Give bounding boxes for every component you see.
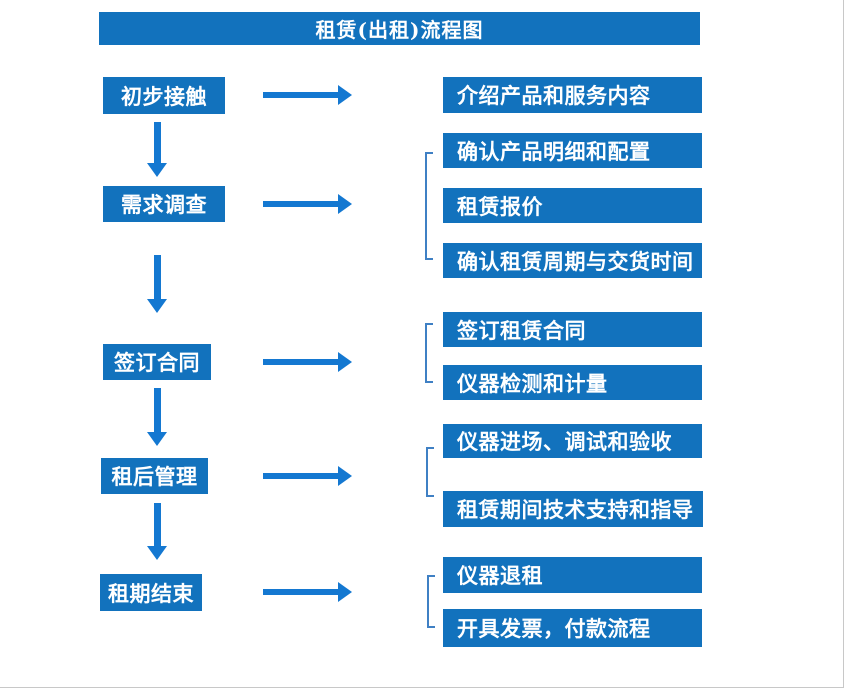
down-arrow-4 [147, 503, 167, 560]
down-arrow-2 [147, 255, 167, 313]
down-arrow-shaft [153, 255, 161, 299]
step-box-demand-survey: 需求调查 [103, 186, 225, 222]
step-box-sign-contract: 签订合同 [103, 344, 211, 380]
right-arrow-4 [263, 466, 352, 486]
step-box-rental-end: 租期结束 [100, 574, 202, 611]
down-arrow-head [147, 299, 167, 313]
right-arrow-shaft [263, 473, 338, 479]
right-arrow-head [338, 194, 352, 214]
down-arrow-head [147, 163, 167, 177]
group-bracket-demand-survey [425, 152, 433, 260]
down-arrow-head [147, 546, 167, 560]
right-arrow-head [338, 85, 352, 105]
down-arrow-shaft [153, 503, 161, 546]
step-box-initial-contact: 初步接触 [103, 77, 225, 114]
right-arrow-shaft [263, 359, 338, 365]
detail-box-confirm-product-config: 确认产品明细和配置 [443, 133, 702, 168]
group-bracket-sign-contract [425, 323, 433, 383]
down-arrow-shaft [153, 122, 161, 163]
right-arrow-1 [263, 85, 352, 105]
detail-box-instrument-testing: 仪器检测和计量 [443, 365, 702, 400]
right-arrow-head [338, 582, 352, 602]
right-arrow-5 [263, 582, 352, 602]
right-arrow-shaft [263, 201, 338, 207]
down-arrow-3 [147, 388, 167, 446]
right-arrow-3 [263, 352, 352, 372]
right-arrow-shaft [263, 92, 338, 98]
detail-box-introduce-products: 介绍产品和服务内容 [443, 77, 702, 113]
right-arrow-head [338, 466, 352, 486]
right-arrow-2 [263, 194, 352, 214]
detail-box-invoice-payment: 开具发票，付款流程 [443, 609, 702, 647]
detail-box-instrument-setup-acceptance: 仪器进场、调试和验收 [443, 424, 702, 458]
down-arrow-shaft [153, 388, 161, 432]
down-arrow-1 [147, 122, 167, 177]
flowchart-title: 租赁(出租)流程图 [99, 12, 700, 45]
step-box-post-rental-management: 租后管理 [101, 458, 208, 494]
detail-box-rental-quote: 租赁报价 [443, 188, 702, 223]
group-bracket-rental-end [427, 575, 435, 628]
group-bracket-post-rental [426, 447, 434, 497]
detail-box-confirm-period-delivery: 确认租赁周期与交货时间 [443, 243, 702, 278]
detail-box-instrument-return: 仪器退租 [443, 557, 702, 593]
right-arrow-head [338, 352, 352, 372]
detail-box-technical-support: 租赁期间技术支持和指导 [443, 491, 703, 527]
right-arrow-shaft [263, 589, 338, 595]
detail-box-sign-rental-contract: 签订租赁合同 [443, 312, 702, 347]
down-arrow-head [147, 432, 167, 446]
